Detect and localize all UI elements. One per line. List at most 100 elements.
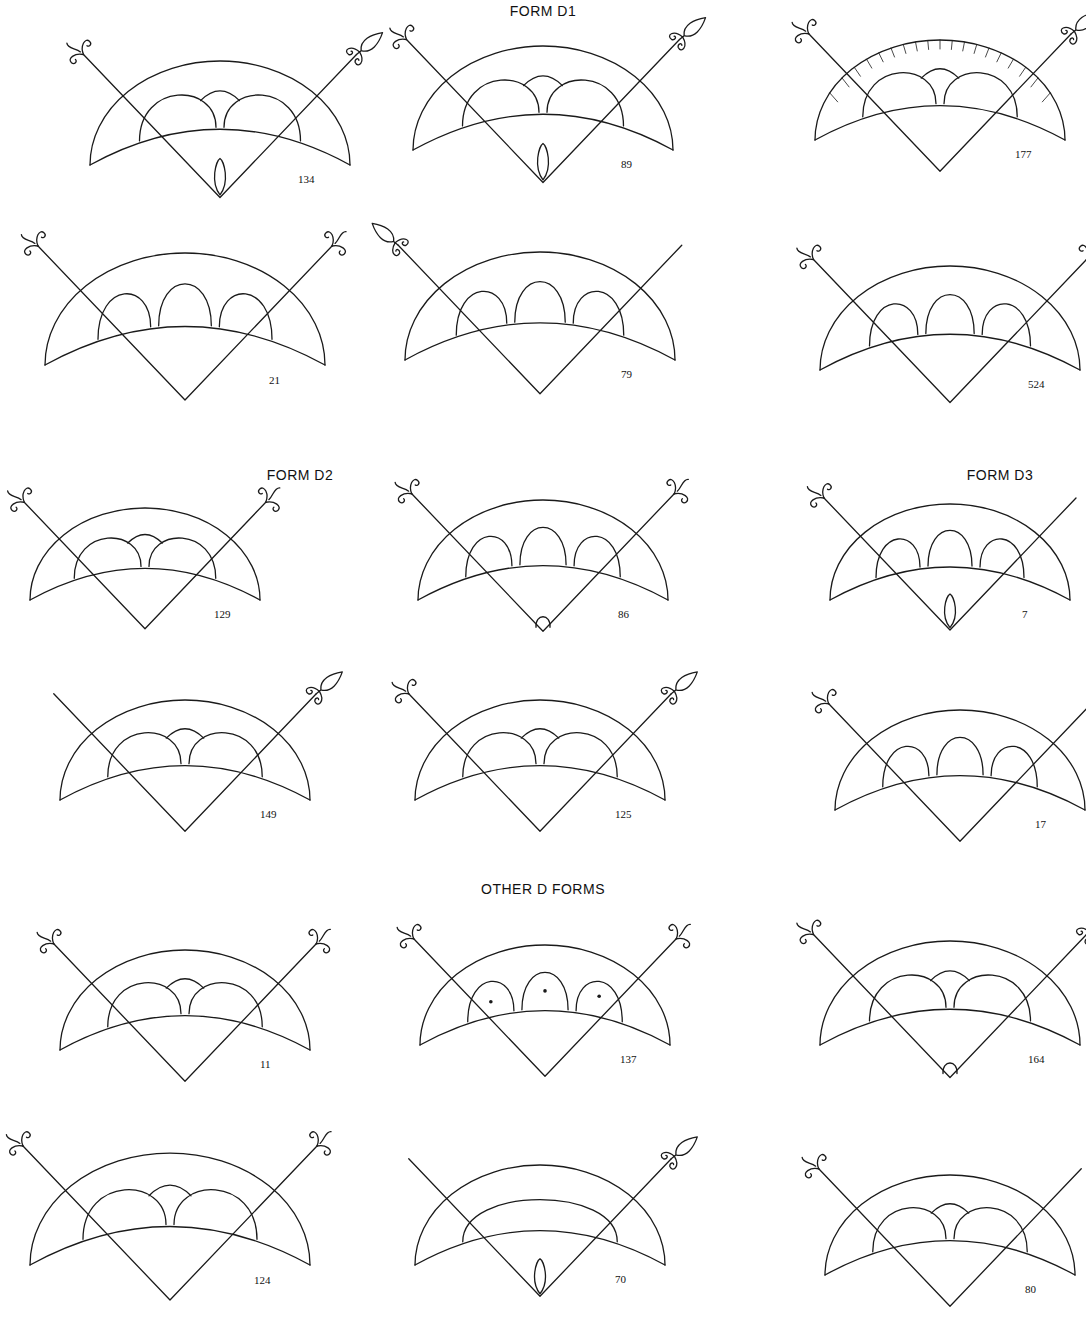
center-arc [149, 1185, 191, 1196]
curl [316, 939, 331, 955]
v-lines [824, 498, 1076, 630]
v-lines [38, 246, 332, 400]
curl [66, 42, 80, 55]
curl [7, 489, 21, 502]
form-heading: FORM D2 [267, 468, 334, 483]
curl [69, 50, 84, 66]
curl [1078, 244, 1086, 260]
lobe [456, 291, 507, 335]
hatching [951, 40, 953, 49]
lobe [159, 284, 212, 326]
outer-arc [60, 950, 310, 1050]
flourish [804, 680, 837, 714]
hatching [891, 48, 895, 57]
curl [389, 27, 403, 40]
lobe [863, 73, 936, 117]
flourish [0, 479, 33, 513]
lobe [219, 294, 272, 340]
flourish [660, 664, 703, 705]
inner-curve [60, 766, 310, 800]
curl [1060, 24, 1074, 38]
curl [791, 21, 805, 34]
lobe [870, 304, 918, 346]
inner-curve [30, 1227, 310, 1266]
inner-curve [830, 567, 1070, 600]
leaf-tip [313, 668, 346, 699]
drop [945, 594, 956, 628]
lobe [463, 80, 540, 126]
curl [666, 691, 680, 705]
inner-curve [415, 766, 665, 800]
curl [333, 231, 347, 244]
curl [814, 699, 829, 715]
curl [1075, 924, 1086, 938]
lobe [463, 1200, 618, 1242]
hatching [903, 44, 906, 53]
drop [215, 159, 226, 195]
figure-number: 134 [298, 173, 315, 185]
curl [394, 689, 409, 705]
hatching [940, 40, 941, 49]
bud [943, 1063, 957, 1074]
inner-curve [90, 129, 350, 165]
flourish [382, 16, 415, 50]
curl [305, 684, 319, 698]
inner-curve [45, 327, 325, 366]
figure-number: 70 [615, 1273, 626, 1285]
curl [1082, 932, 1086, 946]
lobe [883, 746, 929, 786]
d-form-motif [366, 216, 682, 394]
v-lines [409, 694, 672, 832]
hatching [963, 42, 965, 51]
lobe [149, 538, 216, 578]
leaf-tip [668, 1133, 701, 1164]
lobe [573, 291, 624, 335]
outer-arc [835, 710, 1085, 810]
leaf-tip [353, 28, 386, 59]
lobe [83, 1190, 166, 1240]
curl [1066, 31, 1080, 45]
curl [311, 691, 325, 705]
v-lines [407, 40, 680, 183]
curl [6, 1133, 20, 1146]
flourish [389, 915, 422, 949]
curl [799, 255, 814, 271]
inner-curve [420, 1011, 670, 1045]
figure-number: 149 [260, 808, 277, 820]
lobe [574, 536, 620, 576]
curl [807, 485, 821, 498]
hatching [854, 67, 860, 76]
hatching [842, 78, 849, 87]
lobe [189, 983, 262, 1027]
flourish [789, 236, 822, 270]
flourish [1075, 905, 1086, 946]
lobe [520, 527, 566, 564]
center-arc [524, 76, 563, 86]
dot [489, 1000, 493, 1004]
figure-number: 524 [1028, 378, 1045, 390]
bud [536, 617, 550, 628]
v-lines [829, 704, 1086, 842]
hatching [830, 93, 838, 102]
form-heading: FORM D3 [967, 468, 1034, 483]
hatching [879, 53, 883, 62]
d-form-motif [0, 1122, 341, 1300]
center-arc [201, 91, 240, 101]
curl [668, 29, 682, 43]
outer-arc [413, 46, 673, 150]
d-form-motif [789, 905, 1086, 1077]
form-heading: FORM D1 [510, 4, 577, 19]
v-lines [414, 939, 677, 1077]
lobe [140, 95, 217, 141]
d-form-motif [29, 920, 340, 1081]
inner-curve [415, 1231, 665, 1265]
curl [36, 931, 50, 944]
lobe [937, 737, 983, 774]
figure-number: 129 [214, 608, 231, 620]
d-form-motif [382, 10, 712, 182]
lobe [873, 1208, 946, 1252]
lobe [982, 304, 1030, 346]
v-lines [814, 935, 1086, 1078]
curl [660, 684, 674, 698]
